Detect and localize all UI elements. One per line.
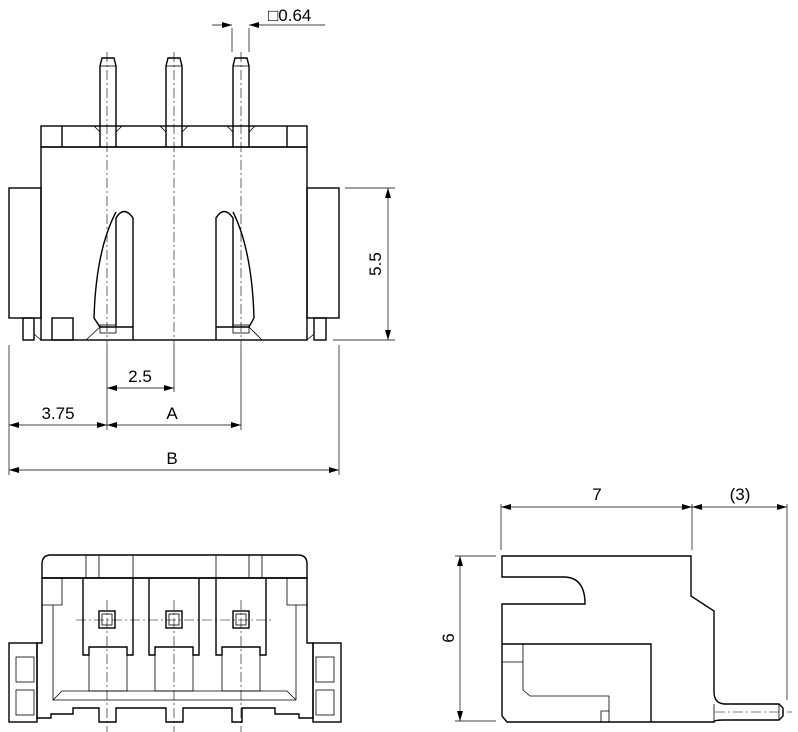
pins [99,57,250,147]
top-view [8,52,340,345]
contact-cells [82,578,267,692]
dim-height-side: 6 [439,633,458,642]
dim-depth: 7 [592,485,601,504]
dim-a: A [166,404,178,423]
top-view-dimensions: □0.64 5.5 2.5 3.75 A B [8,6,395,475]
side-view-dimensions: 7 (3) 6 [439,485,788,722]
front-view [8,554,342,732]
dim-height-top: 5.5 [366,252,385,276]
side-view [501,555,792,723]
latches [85,210,263,341]
dim-pin-protrusion: (3) [730,485,751,504]
dim-edge-offset: 3.75 [41,404,74,423]
dim-pin-size: □0.64 [268,6,311,25]
dim-b: B [166,449,177,468]
dim-pitch: 2.5 [128,367,152,386]
